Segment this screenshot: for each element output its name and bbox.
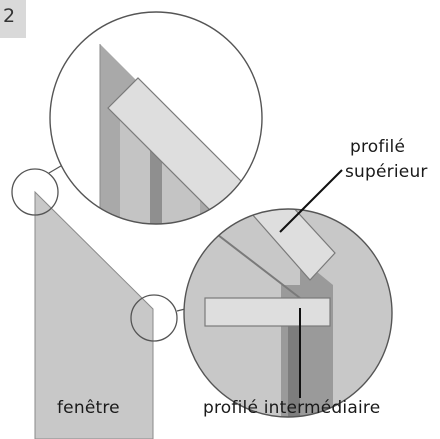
detail-circle-right bbox=[183, 208, 393, 418]
detail-circle-top bbox=[49, 11, 263, 225]
locator-circle-top bbox=[11, 168, 59, 216]
detail-right bbox=[184, 209, 392, 417]
step-badge: 2 bbox=[0, 0, 26, 38]
leader-upper-profile bbox=[279, 169, 343, 233]
detail-top bbox=[50, 12, 262, 224]
label-intermediate-profile: profilé intermédiaire bbox=[203, 398, 381, 418]
label-window: fenêtre bbox=[57, 398, 120, 418]
window-panel bbox=[34, 190, 154, 439]
label-upper-profile-line1: profilé bbox=[350, 137, 406, 157]
locator-circle-right bbox=[130, 294, 178, 342]
label-upper-profile-line2: supérieur bbox=[345, 162, 428, 182]
step-number: 2 bbox=[3, 5, 16, 27]
